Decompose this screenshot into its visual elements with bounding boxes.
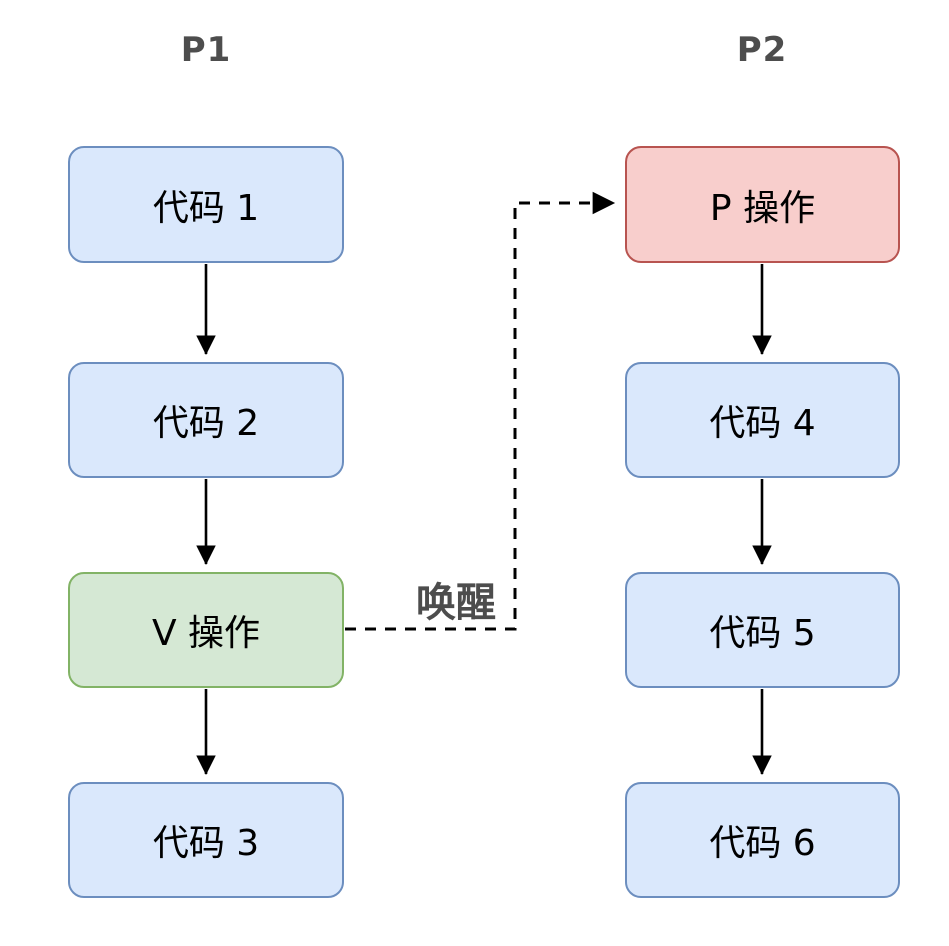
node-v-operation: V 操作 <box>68 572 344 688</box>
node-code6: 代码 6 <box>625 782 900 898</box>
node-code5: 代码 5 <box>625 572 900 688</box>
arrow-wake-dashed <box>345 191 616 631</box>
node-v-operation-label: V 操作 <box>151 613 261 654</box>
node-code6-label: 代码 6 <box>709 823 816 864</box>
process-header-p2: P2 <box>736 30 788 70</box>
node-code4: 代码 4 <box>625 362 900 478</box>
node-code3-label: 代码 3 <box>152 823 260 864</box>
process-header-p1: P1 <box>180 30 232 70</box>
node-code2-label: 代码 2 <box>152 403 260 444</box>
node-code1: 代码 1 <box>68 146 344 263</box>
node-code1-label: 代码 1 <box>152 187 260 229</box>
node-code5-label: 代码 5 <box>709 613 816 654</box>
node-code2: 代码 2 <box>68 362 344 478</box>
node-p-operation-label: P 操作 <box>709 187 816 229</box>
wake-edge-label: 唤醒 <box>416 580 496 626</box>
node-code4-label: 代码 4 <box>709 403 816 444</box>
node-p-operation: P 操作 <box>625 146 900 263</box>
node-code3: 代码 3 <box>68 782 344 898</box>
